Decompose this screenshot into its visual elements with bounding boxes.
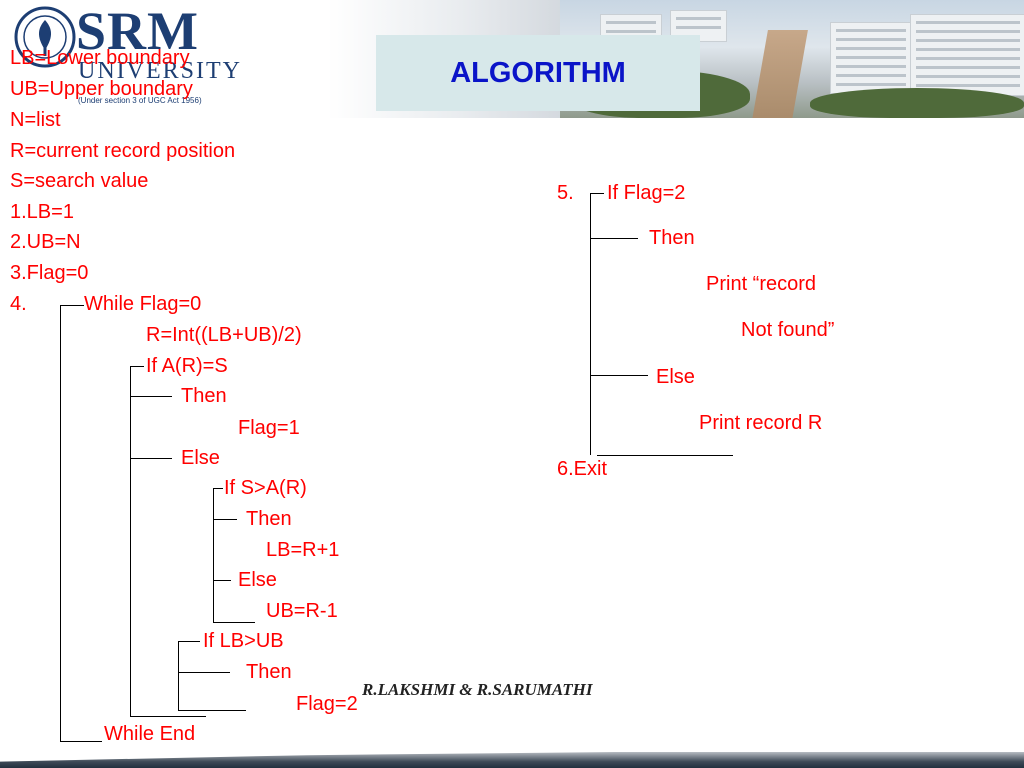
print-record-line2: Not found” bbox=[741, 319, 835, 341]
step-2: 2.UB=N bbox=[10, 231, 81, 253]
logo-subtitle: UNIVERSITY bbox=[78, 58, 242, 84]
author-credit: R.LAKSHMI & R.SARUMATHI bbox=[362, 680, 593, 699]
definition-n: N=list bbox=[10, 109, 61, 131]
while-end: While End bbox=[104, 723, 196, 745]
university-seal-icon bbox=[14, 6, 76, 68]
then-1: Then bbox=[181, 385, 227, 407]
step-6-exit: 6.Exit bbox=[557, 458, 608, 480]
lb-assign: LB=R+1 bbox=[266, 539, 340, 561]
else-1: Else bbox=[181, 447, 220, 469]
if-s-greater: If S>A(R) bbox=[224, 477, 307, 499]
definition-r: R=current record position bbox=[10, 140, 236, 162]
title-box: ALGORITHM bbox=[376, 35, 700, 111]
ub-assign: UB=R-1 bbox=[266, 600, 338, 622]
then-3: Then bbox=[246, 661, 292, 683]
step-4-number: 4. bbox=[10, 293, 27, 315]
flag-equals-2: Flag=2 bbox=[296, 693, 358, 715]
campus-photo bbox=[560, 0, 1024, 118]
then-2: Then bbox=[246, 508, 292, 530]
while-statement: While Flag=0 bbox=[84, 293, 202, 315]
print-record-line1: Print “record bbox=[706, 273, 817, 295]
else-step5: Else bbox=[656, 366, 695, 388]
else-2: Else bbox=[238, 569, 277, 591]
then-step5: Then bbox=[649, 227, 695, 249]
page-title: ALGORITHM bbox=[450, 56, 626, 89]
logo-small-print: (Under section 3 of UGC Act 1956) bbox=[78, 96, 202, 105]
if-flag-2: If Flag=2 bbox=[607, 182, 686, 204]
step-1: 1.LB=1 bbox=[10, 201, 74, 223]
flag-equals-1: Flag=1 bbox=[238, 417, 300, 439]
definition-ub: UB=Upper boundary bbox=[10, 78, 193, 100]
definition-s: S=search value bbox=[10, 170, 149, 192]
step-5-number: 5. bbox=[557, 182, 574, 204]
r-calculation: R=Int((LB+UB)/2) bbox=[146, 324, 302, 346]
footer-bar bbox=[0, 752, 1024, 768]
if-ar-equals-s: If A(R)=S bbox=[146, 355, 228, 377]
logo-wordmark: SRM bbox=[76, 1, 199, 61]
step-3: 3.Flag=0 bbox=[10, 262, 89, 284]
print-record-r: Print record R bbox=[699, 412, 823, 434]
if-lb-greater-ub: If LB>UB bbox=[203, 630, 284, 652]
definition-lb: LB=Lower boundary bbox=[10, 47, 190, 69]
header-banner: SRM UNIVERSITY (Under section 3 of UGC A… bbox=[0, 0, 1024, 118]
